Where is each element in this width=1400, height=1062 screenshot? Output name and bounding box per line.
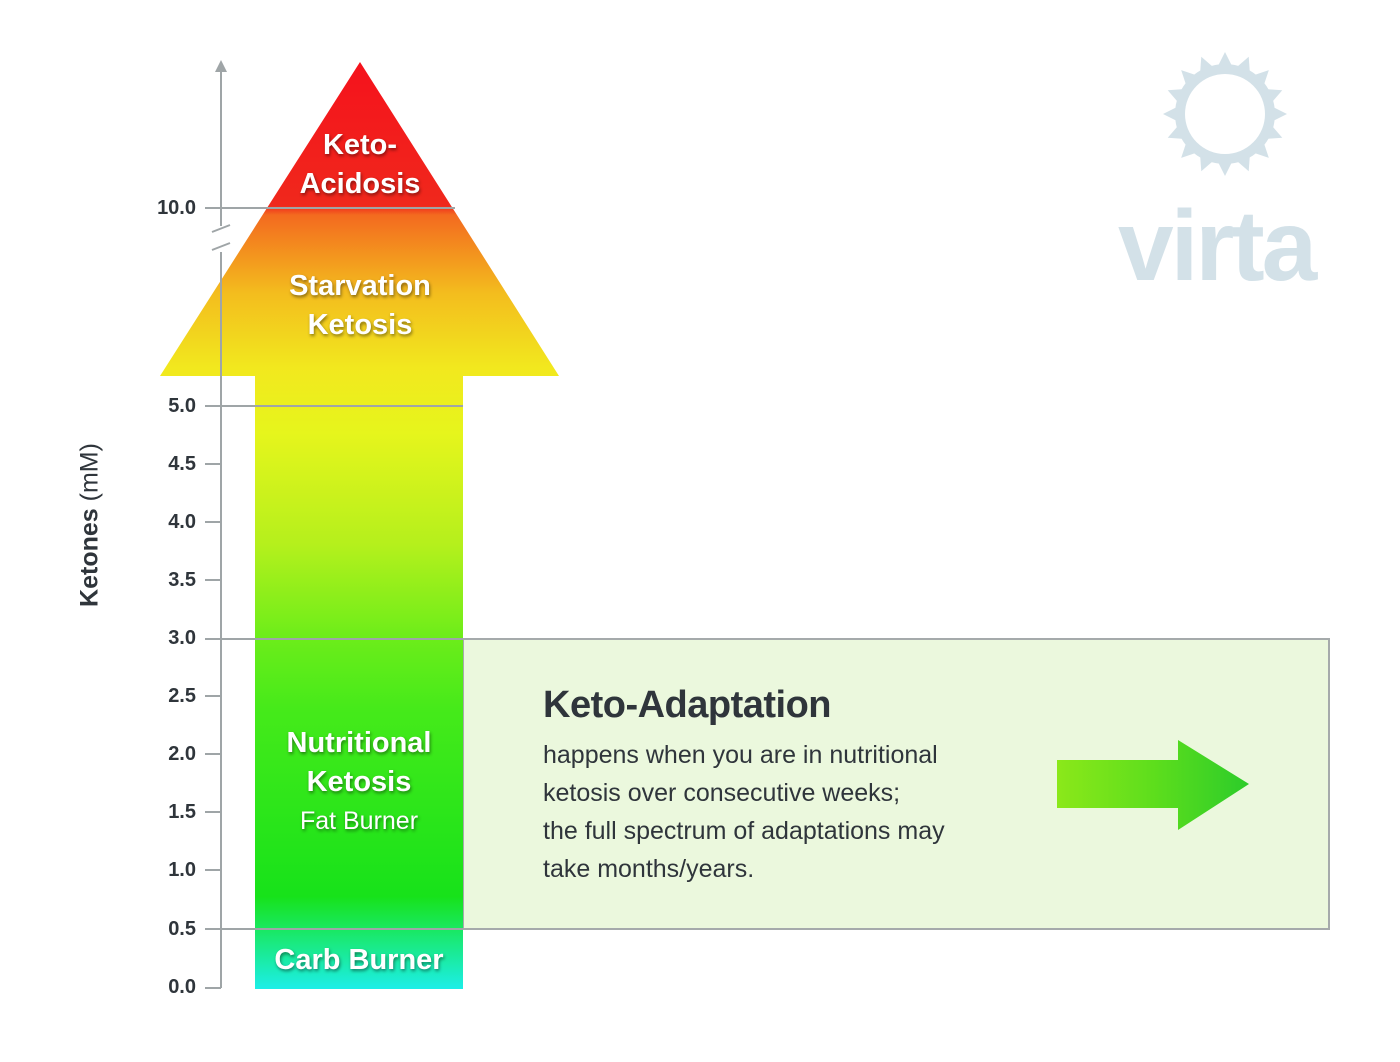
tick-label: 1.5 — [168, 801, 196, 823]
y-axis-label: Ketones (mM) — [76, 443, 105, 607]
tick-label: 4.0 — [168, 511, 196, 533]
right-arrow-icon — [1057, 740, 1249, 830]
zone-nutritional-sub: Fat Burner — [299, 807, 419, 835]
axis-break-icon — [211, 224, 231, 233]
tick-label: 3.0 — [168, 627, 196, 649]
tick-label: 10.0 — [157, 197, 196, 219]
zone-starvation-label: Starvation Ketosis — [240, 267, 480, 345]
zone-carb-line1: Carb Burner — [274, 944, 444, 976]
keto-adaptation-body: happens when you are in nutritional keto… — [543, 741, 945, 883]
zone-ketoacidosis-line1: Keto- — [322, 129, 398, 161]
zone-starvation-line2: Ketosis — [307, 309, 413, 341]
tick-label: 0.5 — [168, 918, 196, 940]
zone-starvation-line1: Starvation — [289, 270, 431, 302]
y-axis-label-main: Ketones — [75, 508, 104, 607]
y-axis-label-unit: (mM) — [75, 443, 104, 509]
virta-logo: virta — [1118, 190, 1317, 302]
zone-nutritional-label: Nutritional Ketosis Fat Burner — [255, 724, 463, 841]
zone-nutritional-line1: Nutritional — [286, 727, 432, 759]
y-axis — [205, 60, 231, 989]
zone-nutritional-line2: Ketosis — [306, 766, 412, 798]
tick-label: 0.0 — [168, 976, 196, 998]
tick-label: 2.5 — [168, 685, 196, 707]
zone-ketoacidosis-label: Keto- Acidosis — [260, 126, 460, 204]
keto-adaptation-title: Keto-Adaptation — [543, 684, 832, 726]
tick-label: 3.5 — [168, 569, 196, 591]
sun-icon — [1163, 52, 1287, 176]
axis-arrowhead-icon — [215, 60, 227, 72]
ketone-level-arrow — [160, 62, 559, 989]
zone-ketoacidosis-line2: Acidosis — [299, 168, 421, 200]
zone-carb-label: Carb Burner — [255, 941, 463, 980]
tick-label: 1.0 — [168, 859, 196, 881]
tick-label: 2.0 — [168, 743, 196, 765]
tick-label: 4.5 — [168, 453, 196, 475]
tick-label: 5.0 — [168, 395, 196, 417]
